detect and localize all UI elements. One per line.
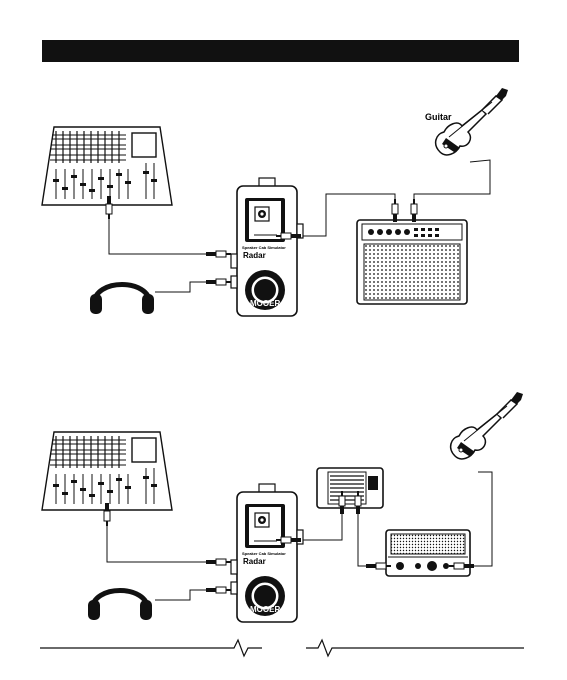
headphones-icon	[88, 591, 152, 621]
amp-combo-icon	[357, 220, 467, 304]
pedal-name: Radar	[243, 557, 266, 566]
mixer-icon	[42, 127, 172, 205]
footer-rule	[40, 640, 524, 656]
pedal-name: Radar	[243, 251, 266, 260]
headphones-icon	[90, 285, 154, 315]
pedal-brand: MOOER	[250, 299, 280, 308]
guitar-label: Guitar	[425, 112, 452, 122]
speaker-cab-icon	[317, 468, 383, 508]
pedal-subtitle: Speaker Cab Simulator	[242, 551, 286, 556]
pedal-brand: MOOER	[250, 605, 280, 614]
guitar-icon	[451, 392, 523, 459]
pedal-subtitle: Speaker Cab Simulator	[242, 245, 286, 250]
mixer-icon	[42, 432, 172, 510]
